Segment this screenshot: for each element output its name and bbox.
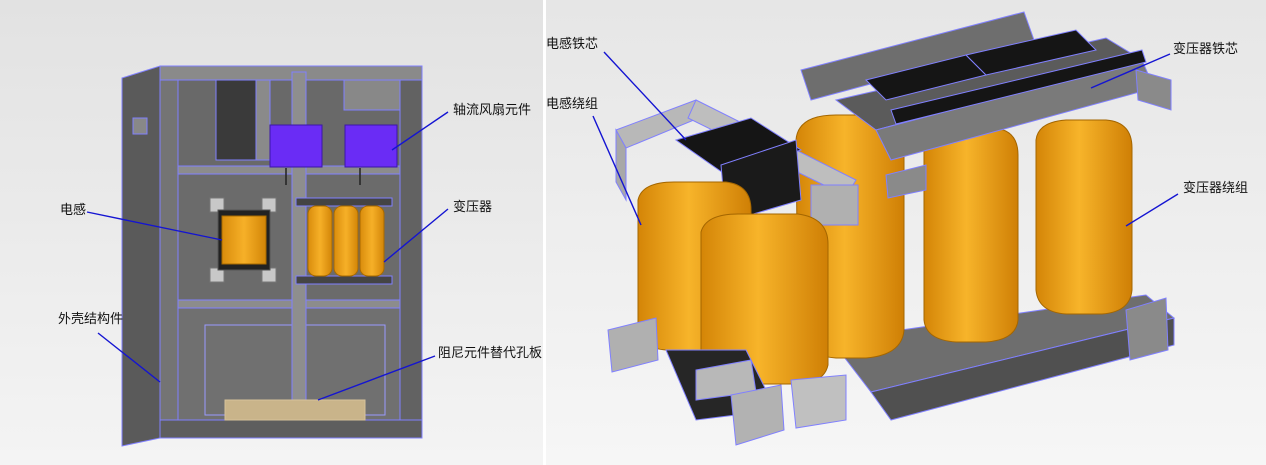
inductor-unit [209,197,277,283]
fan-units [269,124,398,185]
cabinet-drawing [0,0,543,465]
label-inductor: 电感 [60,203,87,218]
label-damper-plate: 阻尼元件替代孔板 [438,346,543,361]
transformer-assembly [795,11,1176,421]
label-transformer: 变压器 [453,200,493,215]
cabinet-panel: 轴流风扇元件 电感 变压器 外壳结构件 阻尼元件替代孔板 [0,0,543,465]
panel-divider [543,0,546,465]
leader-lines-right [592,51,1179,227]
label-inductor-winding: 电感绕组 [546,97,599,112]
components-drawing [546,0,1266,465]
inductor-assembly [607,99,859,446]
transformer-unit [295,197,393,285]
label-fan: 轴流风扇元件 [453,103,532,118]
label-inductor-core: 电感铁芯 [546,37,599,52]
label-transformer-core: 变压器铁芯 [1173,42,1239,57]
leader-lines-left [86,111,449,401]
label-transformer-winding: 变压器绕组 [1183,181,1249,196]
label-housing: 外壳结构件 [58,312,124,327]
components-panel: 电感铁芯 电感绕组 变压器铁芯 变压器绕组 [546,0,1266,465]
